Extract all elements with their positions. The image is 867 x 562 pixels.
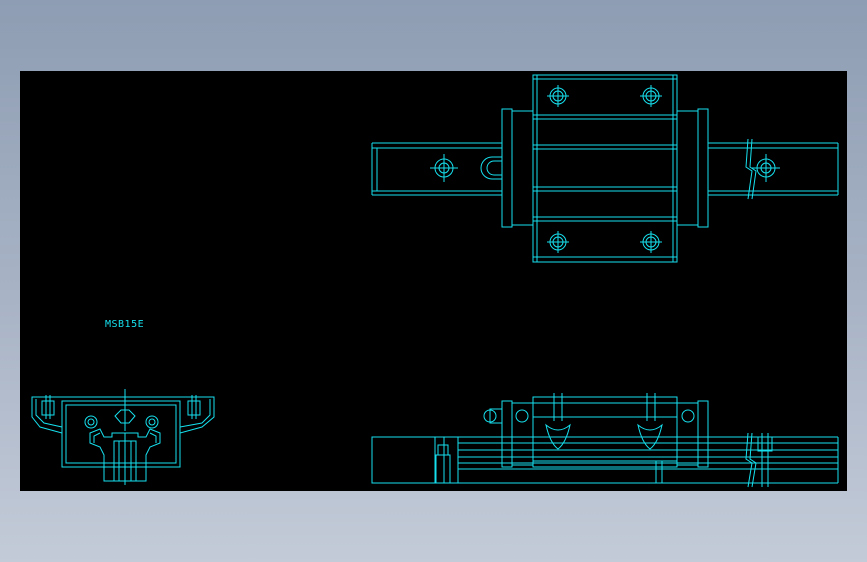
part-number-label: MSB15E <box>105 319 145 330</box>
side-view <box>371 393 839 488</box>
carriage-hole-bottom-right <box>640 231 662 253</box>
front-view-flange-holes <box>41 395 201 419</box>
cad-viewport[interactable]: MSB15E <box>20 71 847 491</box>
carriage-hole-top-left <box>547 85 569 107</box>
front-view-hex <box>114 409 136 424</box>
side-view-rail-left <box>371 436 459 484</box>
grease-nipple-outline <box>480 156 503 180</box>
top-view-rail <box>371 138 839 200</box>
front-view-flange <box>31 396 215 468</box>
top-view-carriage <box>532 74 678 263</box>
side-view-carriage <box>483 393 709 468</box>
carriage-hole-bottom-left <box>547 231 569 253</box>
front-view-rail <box>89 428 161 482</box>
rail-hole-right <box>752 154 780 182</box>
front-view-body <box>61 400 181 468</box>
top-view <box>371 74 839 263</box>
side-view-rail <box>458 432 839 488</box>
cad-drawing <box>31 74 839 488</box>
carriage-hole-top-right <box>640 85 662 107</box>
front-view <box>31 389 215 485</box>
rail-hole-left <box>430 154 458 182</box>
